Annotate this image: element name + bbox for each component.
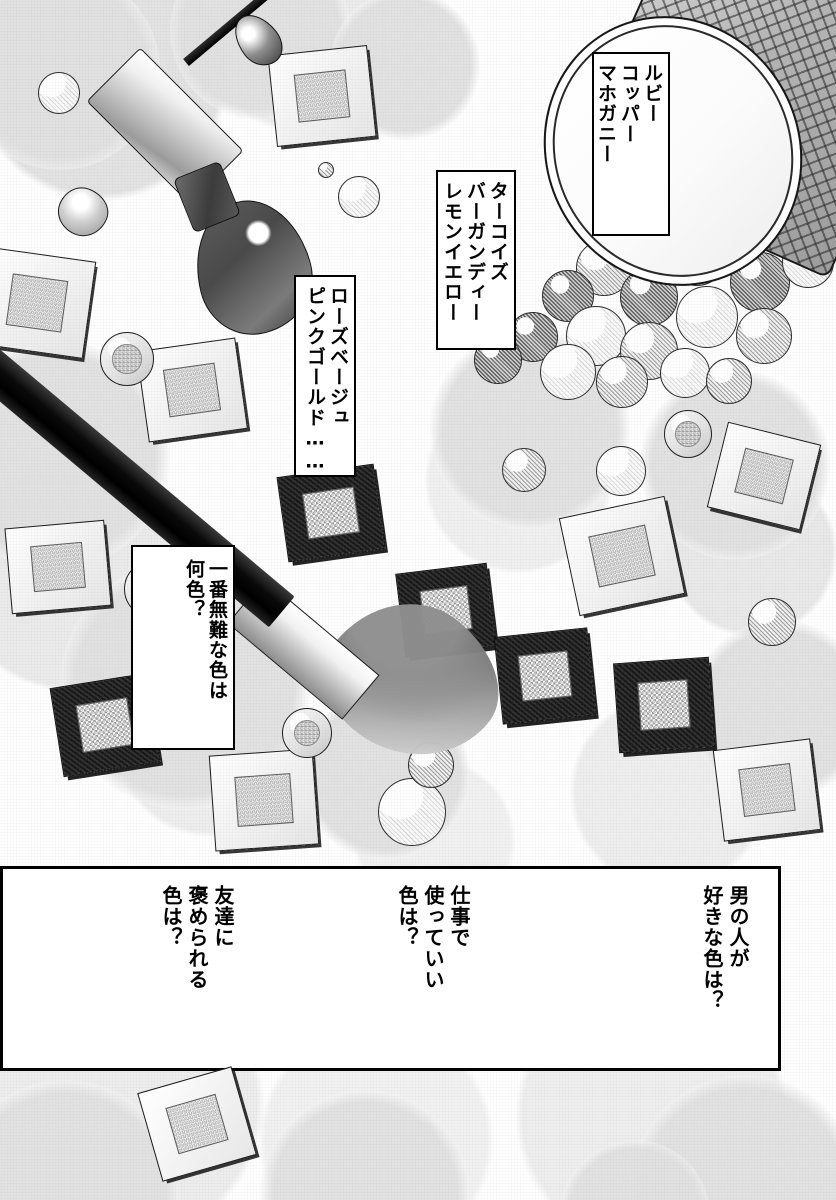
caption-line: ルビー (641, 63, 663, 124)
caption-line: コッパー (618, 63, 640, 144)
eyeshadow-compact (208, 748, 320, 852)
stray-bead (502, 448, 546, 492)
pearl-bead (736, 308, 792, 364)
panel-line: 仕事で (447, 885, 471, 948)
eyeshadow-pan (165, 1093, 229, 1155)
cream-pot (282, 708, 332, 758)
stray-bead (378, 778, 446, 846)
panel-line: 好きな色は？ (700, 885, 724, 1011)
caption-line: バーガンディー (464, 181, 486, 323)
eyeshadow-compact-black (493, 627, 597, 725)
caption-box-rose-beige: ローズベージュ ピンクゴールド…… (294, 275, 356, 477)
stray-bead (38, 72, 80, 114)
stray-bead (596, 446, 646, 496)
eyeshadow-pan (517, 650, 573, 702)
eyeshadow-pan (636, 679, 692, 731)
eyeshadow-compact (267, 45, 377, 147)
pearl-bead (676, 286, 738, 348)
eyeshadow-pan (293, 68, 351, 124)
eyeshadow-compact (0, 247, 97, 359)
stray-bead (748, 598, 796, 646)
caption-line: ターコイズ (487, 181, 509, 282)
panel-column-mens-favourite: 男の人が 好きな色は？ (696, 885, 750, 1011)
caption-line: ローズベージュ (327, 286, 349, 428)
pearl-bead (660, 348, 710, 398)
pearl-bead (706, 358, 752, 404)
bottom-panel: 男の人が 好きな色は？ 仕事で 使っていい 色は？ 友達に 褒められる 色は？ (0, 866, 781, 1071)
eyeshadow-pan (162, 362, 222, 418)
panel-line: 友達に (211, 885, 235, 948)
eyeshadow-compact (4, 519, 112, 615)
caption-line: 一番無難な色は (206, 559, 228, 701)
caption-line: レモンイエロー (441, 181, 463, 323)
eyeshadow-pan (302, 486, 360, 540)
stray-bead (318, 162, 334, 178)
eyeshadow-pan (234, 772, 294, 828)
caption-line: 何色？ (183, 559, 205, 620)
eyeshadow-pan (738, 762, 796, 818)
panel-line: 男の人が (726, 885, 750, 969)
panel-line: 使っていい (421, 885, 445, 990)
pearl-bead (540, 344, 596, 400)
eyeshadow-compact-black (612, 656, 716, 754)
eyeshadow-pan (588, 524, 656, 588)
caption-box-safest-color: 一番無難な色は 何色？ (131, 545, 235, 750)
eyeshadow-pan (29, 541, 87, 593)
eyeshadow-pan (5, 273, 69, 333)
pearl-bead (596, 356, 648, 408)
panel-line: 色は？ (159, 885, 183, 948)
caption-box-turquoise-burgundy: ターコイズ バーガンディー レモンイエロー (436, 170, 516, 350)
eyeshadow-compact (712, 738, 822, 842)
caption-box-ruby-mahogany: ルビー コッパー マホガニー (592, 52, 670, 236)
panel-line: 色は？ (395, 885, 419, 948)
panel-line: 褒められる (185, 885, 209, 990)
eyeshadow-pan (75, 697, 135, 753)
cream-pot (100, 332, 154, 386)
panel-column-work-appropriate: 仕事で 使っていい 色は？ (391, 885, 471, 990)
eyeshadow-compact-black (276, 463, 386, 563)
panel-column-friends-praise: 友達に 褒められる 色は？ (155, 885, 235, 990)
caption-line: ピンクゴールド…… (304, 286, 326, 474)
stray-bead (338, 176, 380, 218)
eyeshadow-pan (733, 447, 795, 505)
cream-pot (664, 410, 712, 458)
caption-line: マホガニー (595, 63, 617, 164)
